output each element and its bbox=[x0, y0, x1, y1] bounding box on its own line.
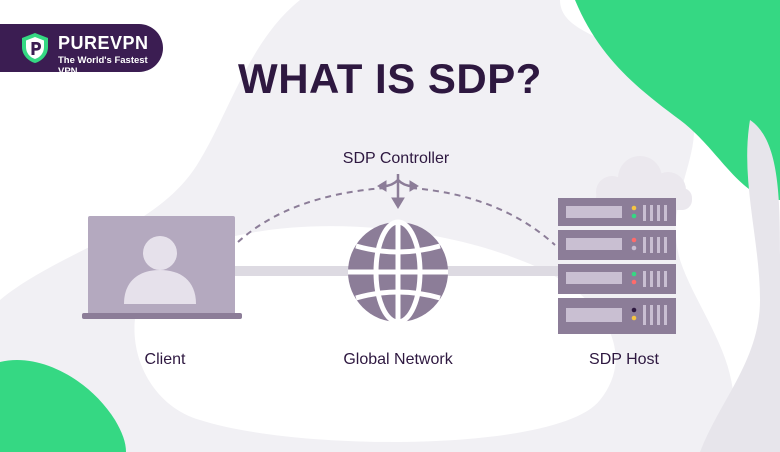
server-rack-icon bbox=[558, 198, 676, 334]
sdp-host-label: SDP Host bbox=[589, 351, 659, 368]
global-network-label: Global Network bbox=[343, 351, 453, 368]
dashed-arc-left bbox=[237, 187, 386, 243]
client-label: Client bbox=[144, 351, 186, 368]
green-blob-bottom-left bbox=[0, 359, 126, 452]
page-title: WHAT IS SDP? bbox=[238, 55, 542, 102]
white-blob-left bbox=[0, 0, 300, 300]
client-network-line bbox=[232, 266, 362, 276]
globe-icon bbox=[348, 219, 448, 325]
brand-name: PUREVPN bbox=[58, 33, 149, 53]
green-blob-top-right bbox=[575, 0, 780, 200]
gray-blob-bottom-right bbox=[700, 120, 780, 452]
network-host-line bbox=[440, 266, 564, 276]
dashed-arc-right bbox=[410, 187, 556, 246]
shield-p-icon bbox=[22, 33, 48, 63]
brand-tagline: The World's Fastest VPN bbox=[58, 55, 148, 77]
white-blob-center bbox=[134, 226, 616, 442]
client-laptop-icon bbox=[82, 216, 242, 319]
brand-logo[interactable]: PUREVPN The World's Fastest VPN bbox=[0, 24, 163, 77]
controller-arrows-icon bbox=[377, 174, 419, 209]
sdp-controller-label: SDP Controller bbox=[342, 150, 450, 167]
